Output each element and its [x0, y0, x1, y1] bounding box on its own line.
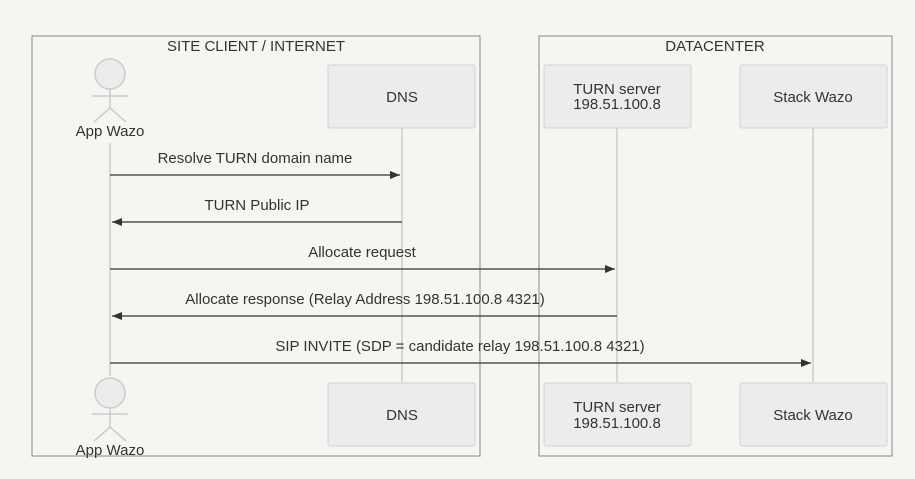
- group-site-client-title: SITE CLIENT / INTERNET: [167, 38, 345, 55]
- participant-dns-top: DNS: [386, 89, 418, 106]
- participant-turn-top-line2: 198.51.100.8: [573, 96, 661, 113]
- participant-box-stack-top: [739, 64, 888, 129]
- participant-box-stack-bottom: [739, 382, 888, 447]
- participant-turn-bottom-line2: 198.51.100.8: [573, 415, 661, 432]
- participant-box-turn-bottom: [543, 382, 692, 447]
- message-label: Allocate response (Relay Address 198.51.…: [185, 291, 544, 308]
- participant-stack-top: Stack Wazo: [773, 89, 852, 106]
- participant-app-top: App Wazo: [76, 123, 145, 140]
- participant-turn-top-line1: TURN server: [573, 81, 661, 98]
- participant-dns-bottom: DNS: [386, 407, 418, 424]
- participant-stack-bottom: Stack Wazo: [773, 407, 852, 424]
- participant-box-dns-top: [327, 64, 476, 129]
- participant-turn-bottom-line1: TURN server: [573, 399, 661, 416]
- actor-icon: [92, 377, 128, 442]
- message-label: Resolve TURN domain name: [158, 150, 353, 167]
- message-label: Allocate request: [308, 244, 416, 261]
- group-datacenter-title: DATACENTER: [665, 38, 765, 55]
- participant-box-dns-bottom: [327, 382, 476, 447]
- group-site-client: [31, 35, 481, 457]
- actor-icon: [92, 58, 128, 123]
- participant-box-turn-top: [543, 64, 692, 129]
- message-label: TURN Public IP: [204, 197, 309, 214]
- group-datacenter: [538, 35, 893, 457]
- message-label: SIP INVITE (SDP = candidate relay 198.51…: [275, 338, 644, 355]
- participant-app-bottom: App Wazo: [76, 442, 145, 459]
